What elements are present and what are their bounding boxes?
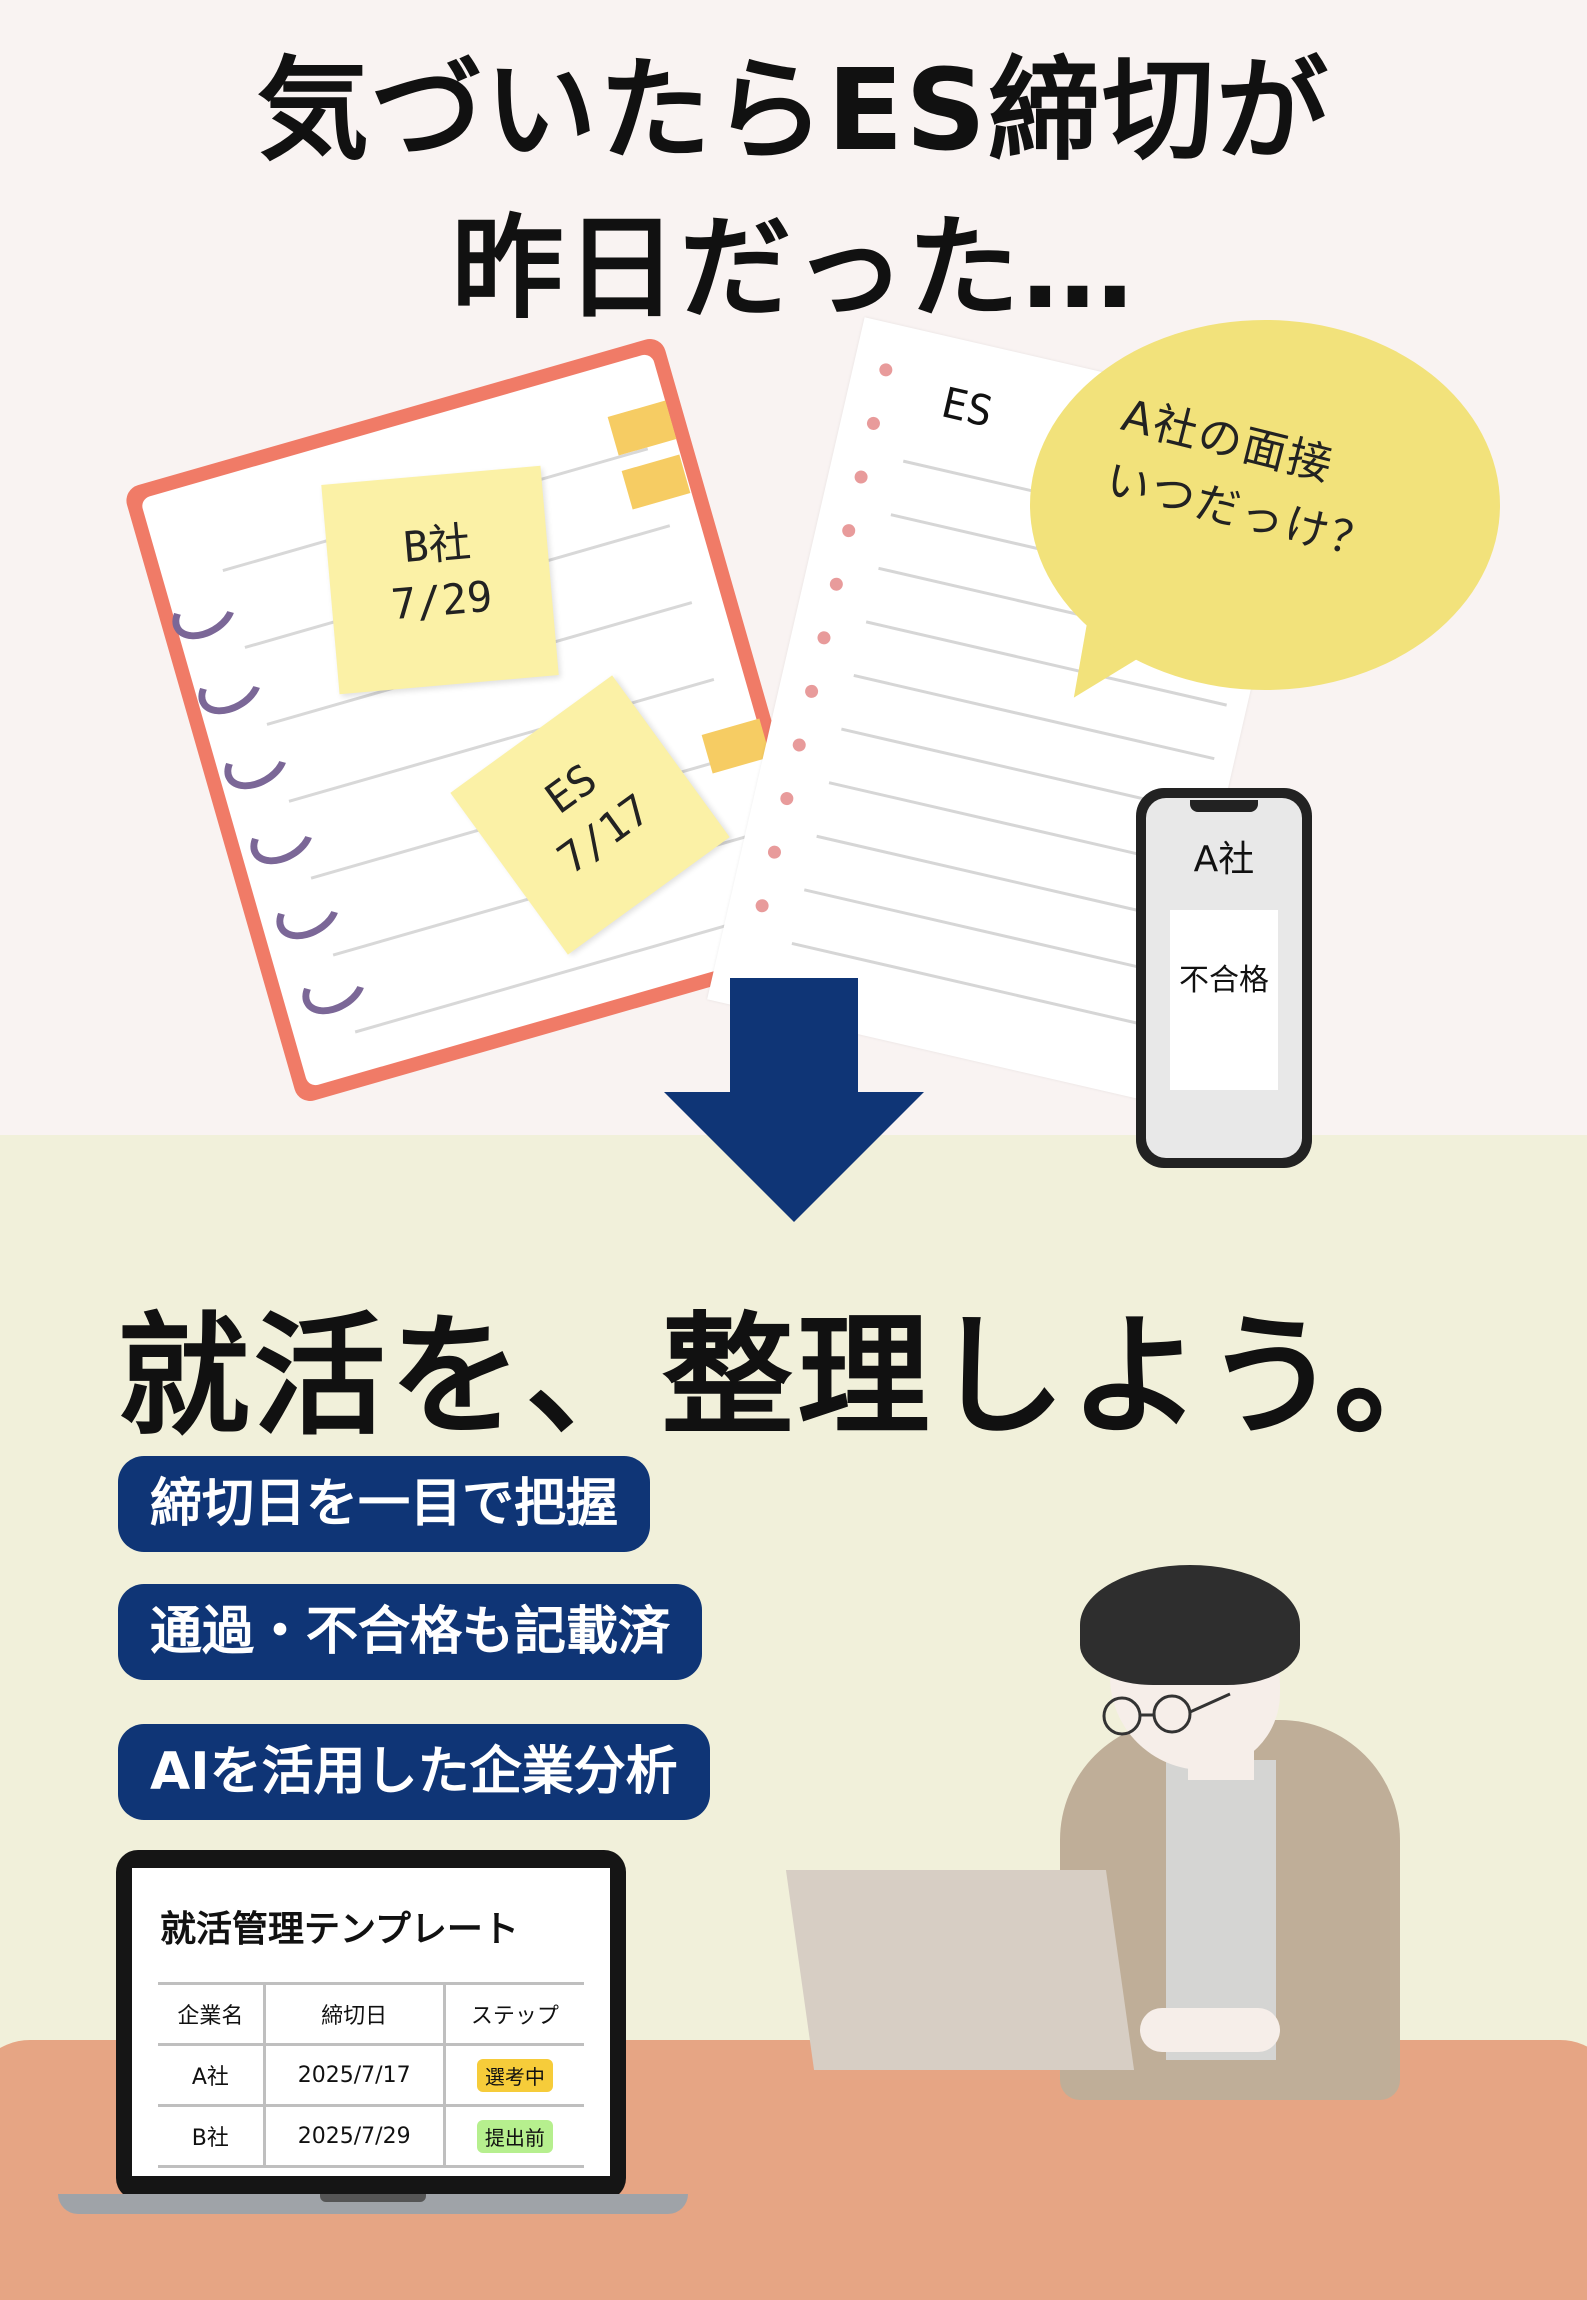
sticky-note-b: B社 7/29 <box>321 465 559 695</box>
template-title: 就活管理テンプレート <box>160 1909 519 1950</box>
es-sheet-title: ES <box>937 377 998 437</box>
header-step: ステップ <box>442 1982 584 2046</box>
header-deadline: 締切日 <box>262 1982 445 2046</box>
template-header-row: 企業名 締切日 ステップ <box>158 1982 584 2046</box>
table-row: A社 2025/7/17 選考中 <box>158 2044 584 2107</box>
laptop-base <box>58 2194 688 2214</box>
table-row: B社 2025/7/29 提出前 <box>158 2105 584 2168</box>
cell-deadline: 2025/7/29 <box>262 2105 445 2168</box>
cell-company: B社 <box>158 2105 265 2168</box>
down-arrow-icon <box>730 978 858 1098</box>
laptop-notch <box>320 2194 426 2202</box>
feature-pill-deadlines: 締切日を一目で把握 <box>118 1456 651 1552</box>
status-badge: 提出前 <box>476 2119 553 2153</box>
down-arrow-head <box>664 1092 924 1222</box>
cell-step: 提出前 <box>442 2105 584 2168</box>
phone-result-card <box>1170 910 1278 1090</box>
sub-headline: 就活を、整理しよう。 <box>117 1300 1470 1454</box>
header-company: 企業名 <box>158 1982 265 2046</box>
glasses-icon <box>1102 1692 1231 1736</box>
cell-company: A社 <box>158 2044 265 2107</box>
feature-pill-ai: AIを活用した企業分析 <box>118 1724 710 1820</box>
headline-line2: 昨日だった… <box>451 204 1136 334</box>
phone-company: A社 <box>1193 839 1255 880</box>
feature-pill-results: 通過・不合格も記載済 <box>118 1584 703 1680</box>
person-hand <box>1140 2008 1280 2052</box>
person-hair <box>1080 1565 1300 1685</box>
status-badge: 選考中 <box>476 2058 553 2092</box>
cell-step: 選考中 <box>442 2044 584 2107</box>
laptop-back <box>785 1870 1135 2070</box>
cell-deadline: 2025/7/17 <box>262 2044 445 2107</box>
phone-result: 不合格 <box>1179 963 1269 998</box>
speech-bubble <box>1030 320 1500 690</box>
template-table: 企業名 締切日 ステップ A社 2025/7/17 選考中 B社 2025/7/… <box>158 1982 584 2168</box>
smartphone-notch <box>1190 800 1258 812</box>
headline-line1: 気づいたらES締切が <box>256 46 1331 176</box>
